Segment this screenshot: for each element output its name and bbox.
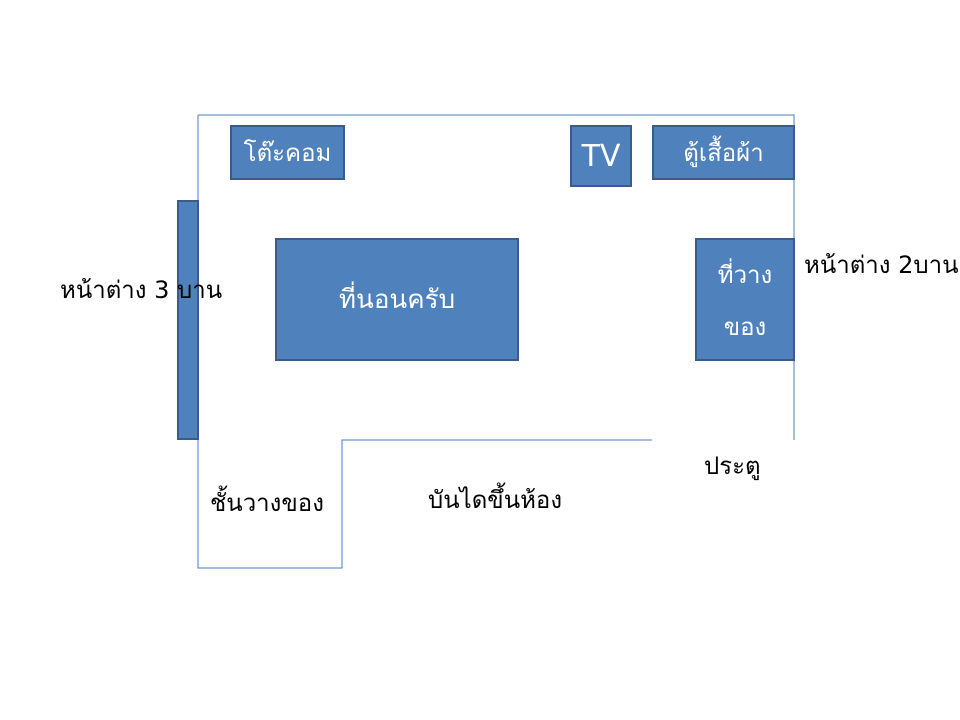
computer-desk-label: โต๊ะคอม — [243, 139, 332, 167]
bed: ที่นอนครับ — [275, 238, 519, 361]
storage-unit: ที่วาง ของ — [695, 238, 795, 361]
window-right-label: หน้าต่าง 2บาน — [804, 251, 959, 279]
storage-label-line2: ของ — [723, 312, 767, 341]
window-left-label: หน้าต่าง 3 บาน — [60, 276, 223, 304]
storage-label-line1: ที่วาง — [717, 260, 773, 289]
window-left — [177, 200, 199, 440]
tv-label: TV — [581, 138, 621, 174]
door-label: ประตู — [704, 452, 761, 480]
stairs-label: บันไดขึ้นห้อง — [428, 486, 563, 514]
wardrobe: ตู้เสื้อผ้า — [652, 125, 795, 180]
computer-desk: โต๊ะคอม — [230, 125, 345, 180]
bed-label: ที่นอนครับ — [338, 285, 456, 315]
shelves-label: ชั้นวางของ — [210, 489, 324, 517]
tv: TV — [570, 125, 632, 187]
wardrobe-label: ตู้เสื้อผ้า — [683, 139, 764, 167]
